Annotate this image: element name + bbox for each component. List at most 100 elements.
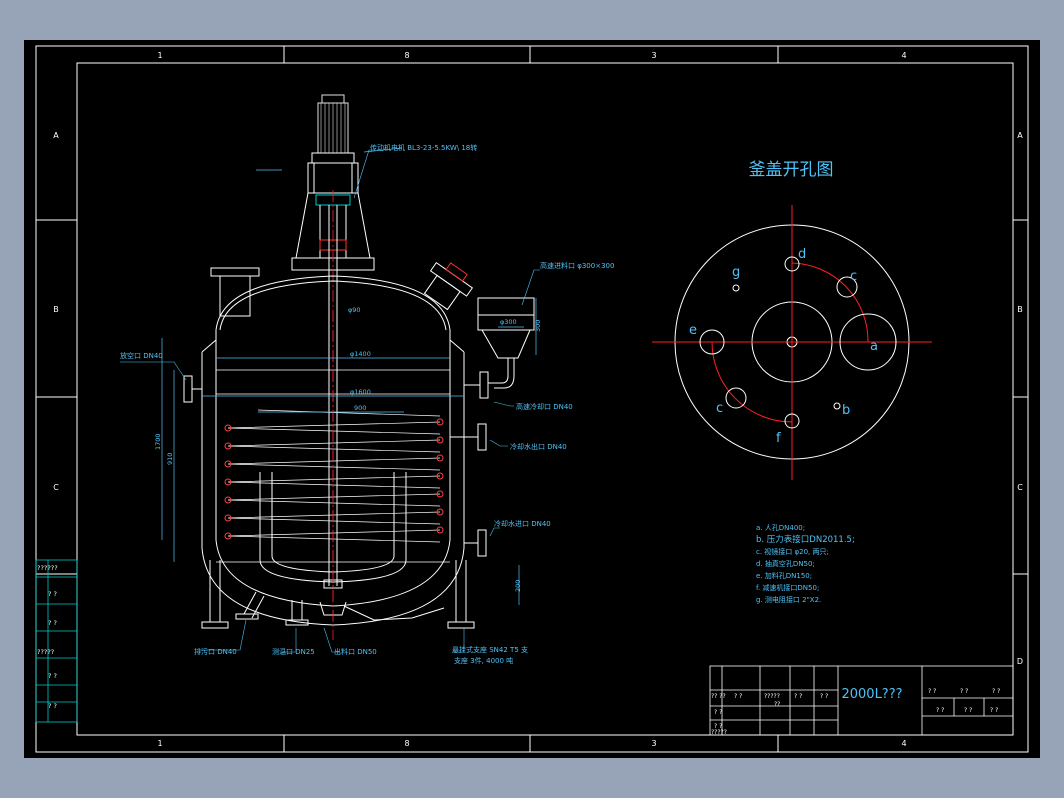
rev-cell-2: ? ? [48, 590, 57, 598]
rev-cell-4: ????? [37, 648, 54, 656]
dim-w900: 900 [354, 404, 366, 412]
hole-e [699, 329, 725, 355]
callout-thermo: 测温口 DN25 [272, 647, 315, 656]
tb-r1c3: ????? [764, 693, 780, 700]
tb-right-bot-1: ? ? [936, 707, 944, 714]
col-label-3-top: 3 [651, 51, 656, 60]
col-label-1-bottom: 1 [157, 739, 162, 748]
tb-r1c2: ? ? [734, 693, 742, 700]
legend-f: f. 减速机接口DN50; [756, 583, 819, 592]
legend-c: c. 视镜接口 φ20, 两只; [756, 547, 829, 556]
left-support [202, 560, 228, 623]
drawing-svg: 1 8 3 4 1 8 3 4 A B C A B C D ?????? ? ?… [35, 45, 1029, 753]
callout-leaders [120, 149, 540, 653]
hole-d [784, 256, 800, 272]
tb-r2c1: ? ? [714, 709, 722, 716]
legend-d: d. 抽真空孔DN50; [756, 559, 815, 568]
callout-support2: 支座 3件, 4000 吨 [454, 656, 513, 665]
col-label-1-top: 1 [157, 51, 162, 60]
legend-b: b. 压力表接口DN2011.5; [756, 534, 855, 545]
tb-right-bot-2: ? ? [964, 707, 972, 714]
callout-outlet: 出料口 DN50 [334, 647, 377, 656]
hole-label-c-bottom: c [716, 401, 723, 416]
callout-drain: 排污口 DN40 [194, 647, 237, 656]
dimension-lines [161, 147, 537, 605]
callout-motor: 传动机电机 BL3-23-5.5KW\ 18转 [370, 143, 477, 152]
tb-right-bot-3: ? ? [990, 707, 998, 714]
dim-d1400: φ1400 [350, 350, 371, 358]
hole-label-d: d [798, 247, 806, 262]
hole-g [732, 284, 740, 292]
tb-r2c3: ?? [774, 701, 780, 708]
legend-e: e. 加料孔DN150; [756, 571, 812, 580]
hole-label-b: b [842, 403, 850, 418]
hole-c-bottom [725, 387, 747, 409]
outer-frame [35, 45, 1029, 753]
tb-r1c5: ? ? [820, 693, 828, 700]
zone-dividers [36, 46, 1028, 752]
col-label-4-top: 4 [901, 51, 906, 60]
coil-turns [224, 418, 444, 540]
row-label-b-right: B [1017, 305, 1023, 314]
rev-cell-1: ?????? [37, 564, 58, 572]
hole-f [784, 413, 800, 429]
top-head [215, 275, 451, 331]
callout-vent-left: 放空口 DN40 [120, 351, 163, 360]
row-label-a-right: A [1017, 131, 1023, 140]
feed-hopper [477, 297, 535, 331]
tb-right-top-3: ? ? [992, 688, 1000, 695]
dim-h200: 200 [514, 580, 522, 592]
dim-h300: 300 [534, 320, 542, 332]
cad-drawing-canvas: 1 8 3 4 1 8 3 4 A B C A B C D ?????? ? ?… [24, 40, 1040, 758]
left-revision-block: ?????? ? ? ? ? ????? ? ? ? ? [35, 559, 78, 723]
dim-d300: φ300 [500, 318, 517, 326]
title-block [709, 665, 1014, 736]
inner-frame [76, 62, 1014, 736]
callout-condensate-in: 高速冷却口 DN40 [516, 402, 573, 411]
col-label-2-top: 8 [404, 51, 409, 60]
row-label-a-left: A [53, 131, 59, 140]
callout-coolant-in: 冷却水进口 DN40 [494, 519, 551, 528]
dim-d90: φ90 [348, 306, 361, 314]
dim-d1600: φ1600 [350, 388, 371, 396]
hole-label-f: f [776, 431, 781, 446]
callout-support: 悬挂式支座 SN42 T5 支 [452, 645, 528, 654]
legend-a: a. 人孔DN400; [756, 524, 805, 532]
hole-label-e: e [689, 323, 697, 338]
row-label-c-left: C [53, 483, 59, 492]
rev-cell-5: ? ? [48, 672, 57, 680]
cover-plan [652, 205, 932, 480]
col-label-4-bottom: 4 [901, 739, 906, 748]
tb-r1c4: ? ? [794, 693, 802, 700]
column-labels: 1 8 3 4 1 8 3 4 [157, 51, 906, 748]
bolt-arc [791, 262, 869, 343]
vessel-side-view [183, 94, 535, 629]
row-label-b-left: B [53, 305, 59, 314]
tb-right-top-2: ? ? [960, 688, 968, 695]
callout-coolant-out: 冷却水出口 DN40 [510, 442, 567, 451]
tb-r4c1: ????? [711, 729, 727, 736]
hole-a [839, 313, 897, 371]
tb-right-top-1: ? ? [928, 688, 936, 695]
rev-cell-6: ? ? [48, 702, 57, 710]
hole-label-c-top: c [850, 269, 857, 284]
row-label-c-right: C [1017, 483, 1023, 492]
col-label-2-bottom: 8 [404, 739, 409, 748]
hole-b [833, 402, 841, 410]
legend-g: g. 测电阻接口 2"X2. [756, 595, 821, 604]
row-labels: A B C A B C D [53, 131, 1023, 666]
cover-opening-title: 釜盖开孔图 [749, 160, 834, 180]
hole-c-top [836, 276, 858, 298]
hole-label-a: a [870, 339, 878, 354]
dim-h1700: 1700 [154, 433, 162, 450]
rev-cell-3: ? ? [48, 619, 57, 627]
row-label-d-right: D [1017, 657, 1023, 666]
col-label-3-bottom: 3 [651, 739, 656, 748]
hole-label-g: g [732, 265, 740, 280]
heating-coil [227, 409, 441, 543]
callout-feed-inlet: 高速进料口 φ300×300 [540, 261, 614, 270]
hole-legend: a. 人孔DN400; b. 压力表接口DN2011.5; c. 视镜接口 φ2… [756, 524, 855, 604]
drawing-title: 2000L??? [841, 687, 902, 702]
tb-r3c1: ? ? [714, 723, 722, 730]
right-support [448, 560, 474, 623]
